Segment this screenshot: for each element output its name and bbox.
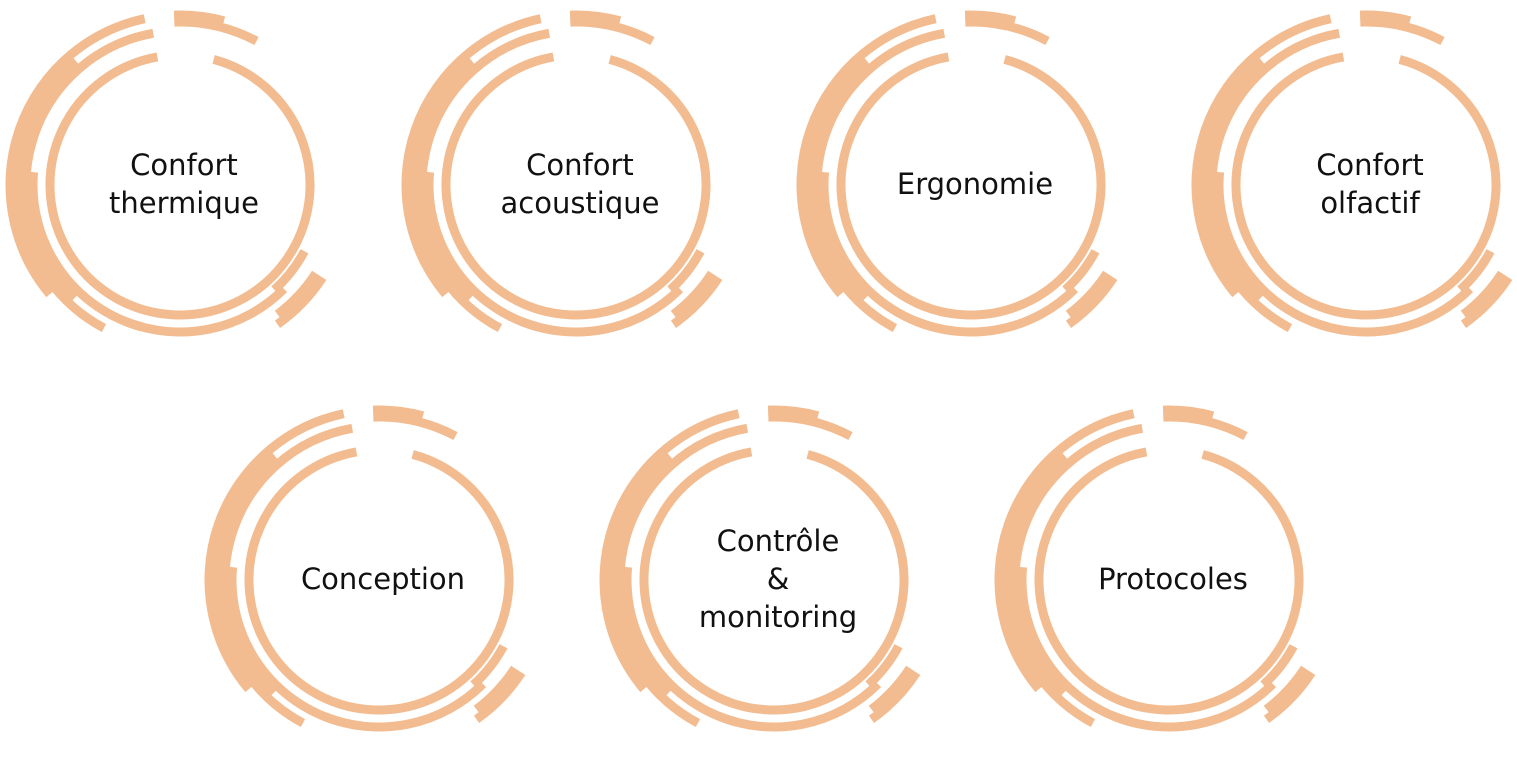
concentric-rings-graphic: [1191, 10, 1513, 337]
ring-arc: [5, 14, 146, 298]
ring-arc: [868, 665, 914, 713]
ring-arc: [1062, 248, 1100, 294]
ring-arc: [409, 57, 503, 333]
ring-arc: [1002, 452, 1096, 728]
ring-arc: [204, 409, 345, 693]
ring-arc: [1065, 275, 1118, 328]
ring-arc: [639, 447, 909, 715]
node-label: Protocoles: [1098, 562, 1248, 597]
ring-arc: [1263, 670, 1316, 723]
ring-arc: [1112, 680, 1277, 732]
ring-arc: [401, 14, 542, 298]
ring-arc: [441, 52, 711, 320]
ring-arc: [220, 423, 354, 696]
ring-arc: [1034, 447, 1304, 715]
ring-arc: [717, 680, 882, 732]
ring-arc: [173, 10, 226, 26]
node-label: Confort olfactif: [1316, 148, 1424, 220]
node-label: Ergonomie: [896, 167, 1054, 202]
ring-arc: [569, 10, 622, 26]
ring-arc: [812, 28, 946, 301]
ring-arc: [244, 447, 514, 715]
node-confort-olfactif: Confort olfactif: [1190, 5, 1517, 365]
ring-arc: [964, 10, 1017, 26]
ring-arc: [670, 270, 716, 318]
concentric-rings-graphic: [599, 405, 921, 732]
node-confort-acoustique: Confort acoustique: [400, 5, 760, 365]
ring-arc: [322, 680, 487, 732]
ring-arc: [373, 412, 458, 441]
ring-arc: [123, 285, 288, 337]
ring-arc: [1191, 14, 1332, 298]
ring-arc: [1260, 643, 1298, 689]
ring-arc: [417, 28, 551, 301]
node-confort-thermique: Confort thermique: [4, 5, 364, 365]
node-conception: Conception: [203, 400, 563, 760]
node-controle-monitoring: Contrôle & monitoring: [598, 400, 958, 760]
ring-arc: [1263, 665, 1309, 713]
node-label: Contrôle & monitoring: [698, 524, 858, 634]
ring-arc: [767, 405, 820, 421]
ring-arc: [667, 248, 705, 294]
ring-arc: [570, 17, 655, 46]
ring-arc: [865, 643, 903, 689]
ring-arc: [1360, 17, 1445, 46]
ring-arc: [13, 57, 107, 333]
ring-arc: [473, 665, 519, 713]
ring-arc: [607, 452, 701, 728]
node-label: Confort acoustique: [500, 148, 660, 220]
concentric-rings-graphic: [994, 405, 1316, 732]
ring-arc: [819, 171, 935, 332]
node-ergonomie: Ergonomie: [795, 5, 1155, 365]
ring-arc: [21, 28, 155, 301]
ring-arc: [1231, 52, 1501, 320]
ring-arc: [274, 270, 320, 318]
ring-arc: [868, 670, 921, 723]
concentric-rings-graphic: [5, 10, 327, 337]
concentric-rings-graphic: [796, 10, 1118, 337]
ring-arc: [599, 409, 740, 693]
ring-arc: [212, 452, 306, 728]
ring-arc: [227, 566, 343, 727]
ring-arc: [271, 248, 309, 294]
ring-arc: [274, 275, 327, 328]
ring-arc: [470, 643, 508, 689]
ring-arc: [994, 409, 1135, 693]
ring-arc: [1065, 270, 1111, 318]
ring-arc: [1207, 28, 1341, 301]
ring-arc: [965, 17, 1050, 46]
ring-arc: [424, 171, 540, 332]
ring-arc: [1214, 171, 1330, 332]
ring-arc: [768, 412, 853, 441]
node-protocoles: Protocoles: [993, 400, 1353, 760]
ring-arc: [473, 670, 526, 723]
ring-arc: [1457, 248, 1495, 294]
ring-arc: [804, 57, 898, 333]
ring-arc: [519, 285, 684, 337]
concentric-rings-graphic: [204, 405, 526, 732]
ring-arc: [1359, 10, 1412, 26]
ring-arc: [28, 171, 144, 332]
ring-arc: [914, 285, 1079, 337]
ring-arc: [615, 423, 749, 696]
ring-arc: [1017, 566, 1133, 727]
node-label: Confort thermique: [109, 148, 259, 220]
node-label: Conception: [300, 562, 466, 597]
ring-arc: [836, 52, 1106, 320]
ring-arc: [1010, 423, 1144, 696]
ring-arc: [1162, 405, 1215, 421]
ring-arc: [1163, 412, 1248, 441]
ring-arc: [796, 14, 937, 298]
ring-arc: [1460, 275, 1513, 328]
ring-arc: [670, 275, 723, 328]
ring-arc: [45, 52, 315, 320]
ring-arc: [1309, 285, 1474, 337]
ring-arc: [1460, 270, 1506, 318]
ring-arc: [622, 566, 738, 727]
ring-arc: [372, 405, 425, 421]
ring-arc: [1199, 57, 1293, 333]
ring-arc: [174, 17, 259, 46]
concentric-rings-graphic: [401, 10, 723, 337]
